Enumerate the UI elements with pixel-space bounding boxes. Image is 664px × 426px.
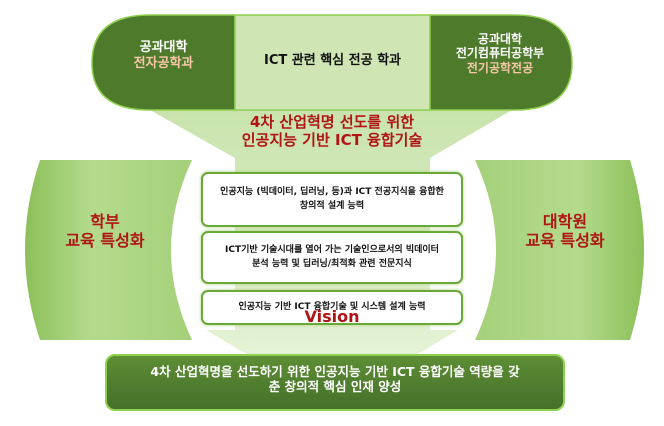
competency-2-line2: 분석 능력 및 딥러닝/최적화 관련 전문지식 (252, 258, 412, 269)
competency-1-line1: 인공지능 (빅데이터, 딥러닝, 등)과 ICT 전공지식을 융합한 (220, 187, 444, 197)
vision-statement: 4차 산업혁명을 선도하기 위한 인공지능 기반 ICT 융합기술 역량을 갖 … (106, 364, 564, 394)
vision-statement-line1: 4차 산업혁명을 선도하기 위한 인공지능 기반 ICT 융합기술 역량을 갖 (150, 364, 520, 379)
competency-box-3: 인공지능 기반 ICT 융합기술 및 시스템 설계 능력 (201, 290, 463, 325)
top-left-pill (91, 14, 236, 111)
right-side-line1: 대학원 (542, 212, 588, 231)
competency-2-line1: ICT기반 기술시대를 열어 가는 기술인으로서의 빅데이터 (225, 245, 439, 255)
top-right-label: 공과대학 전기컴퓨터공학부 전기공학전공 (430, 32, 570, 75)
left-side-shape (25, 160, 192, 340)
left-side-line2: 교육 특성화 (65, 231, 145, 251)
left-side-label: 학부 교육 특성화 (30, 212, 180, 250)
top-right-major: 전기공학전공 (466, 60, 534, 75)
top-left-label: 공과대학 전자공학과 (92, 40, 235, 71)
competency-3-line1: 인공지능 기반 ICT 융합기술 및 시스템 설계 능력 (238, 301, 426, 312)
top-left-college: 공과대학 (139, 40, 188, 55)
left-side-line1: 학부 (90, 212, 120, 231)
vision-statement-line2: 춘 창의적 핵심 인재 양성 (268, 379, 402, 394)
headline: 4차 산업혁명 선도를 위한 인공지능 기반 ICT 융합기술 (180, 113, 484, 149)
top-center-title: ICT 관련 핵심 전공 학과 (263, 53, 402, 68)
right-side-line2: 교육 특성화 (525, 231, 605, 251)
right-side-label: 대학원 교육 특성화 (490, 212, 640, 250)
vision-label: Vision (304, 307, 360, 326)
top-right-school: 전기컴퓨터공학부 (455, 46, 545, 61)
competency-1-line2: 창의적 설계 능력 (299, 200, 365, 211)
right-side-shape (475, 160, 644, 340)
vision-box-shape (105, 354, 565, 411)
top-right-college: 공과대학 (477, 32, 523, 46)
top-right-pill (429, 14, 573, 111)
headline-line2: 인공지능 기반 ICT 융합기술 (241, 131, 423, 149)
headline-line1: 4차 산업혁명 선도를 위한 (249, 113, 415, 131)
top-left-department: 전자공학과 (133, 55, 194, 71)
